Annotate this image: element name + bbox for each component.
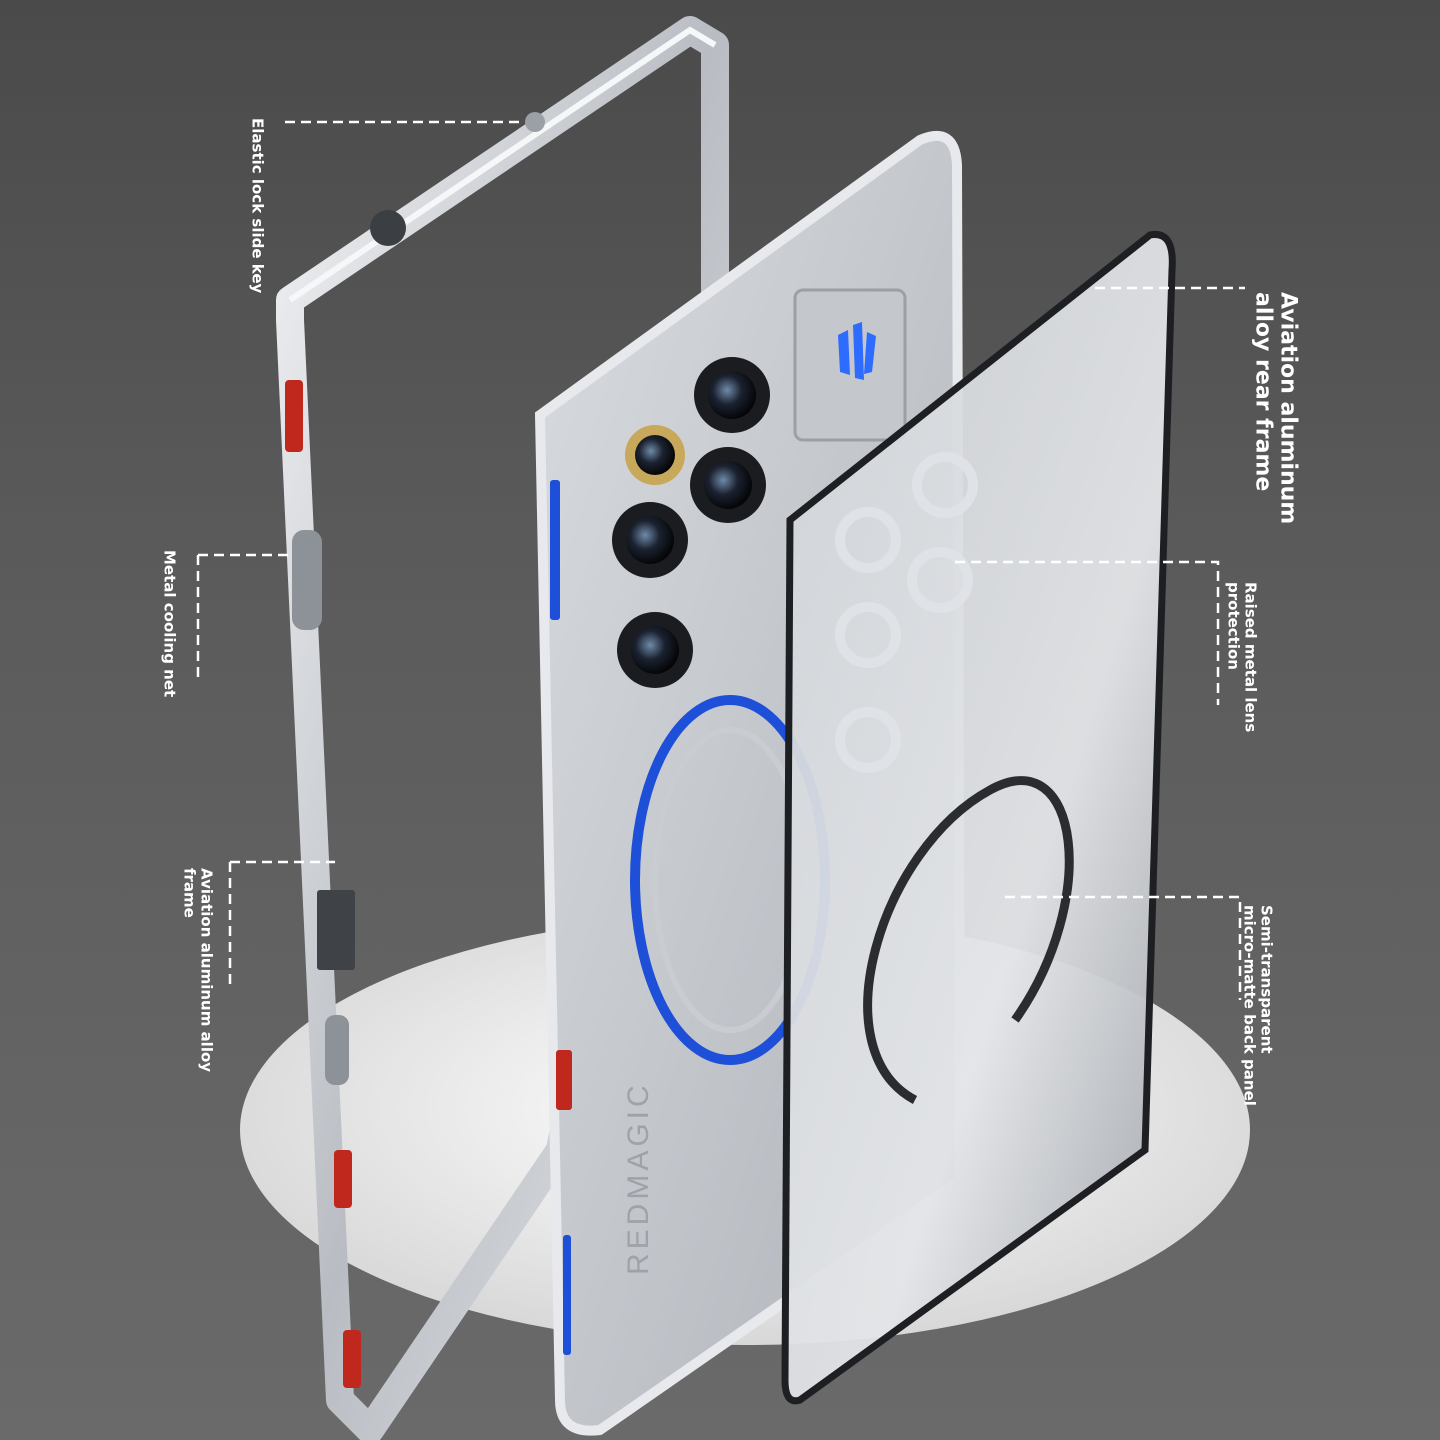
red-side-button [285,380,303,452]
cooling-net-grille [292,530,322,630]
callout-aviation-frame: Aviation aluminum alloy frame [180,868,216,1073]
frame-slot [317,890,355,970]
brand-text: REDMAGIC [622,1081,655,1275]
blue-light-strip [550,480,560,620]
frame-hole [370,210,406,246]
callout-metal-cooling-net: Metal cooling net [160,550,179,698]
lock-slide-key [525,112,545,132]
camera-lens-icon [612,357,770,688]
cooling-net-grille [325,1015,349,1085]
blue-light-strip [563,1235,571,1355]
callout-semi-transparent-back-panel: Semi-transparent micro-matte back panel [1240,905,1276,1106]
redmagic-logo-icon [793,288,907,442]
red-side-button [343,1330,361,1388]
callout-elastic-lock-slide-key: Elastic lock slide key [248,118,267,294]
red-side-button [556,1050,572,1110]
back-panel [781,230,1176,1405]
callout-leader-lines [196,120,1245,1000]
red-side-button [334,1150,352,1208]
callout-raised-metal-lens-protection: Raised metal lens protection [1224,582,1260,733]
magnetic-ring-icon [863,776,1074,1104]
callout-aviation-rear-frame: Aviation aluminum alloy rear frame [1250,292,1301,525]
lens-protection-ring [835,452,978,773]
